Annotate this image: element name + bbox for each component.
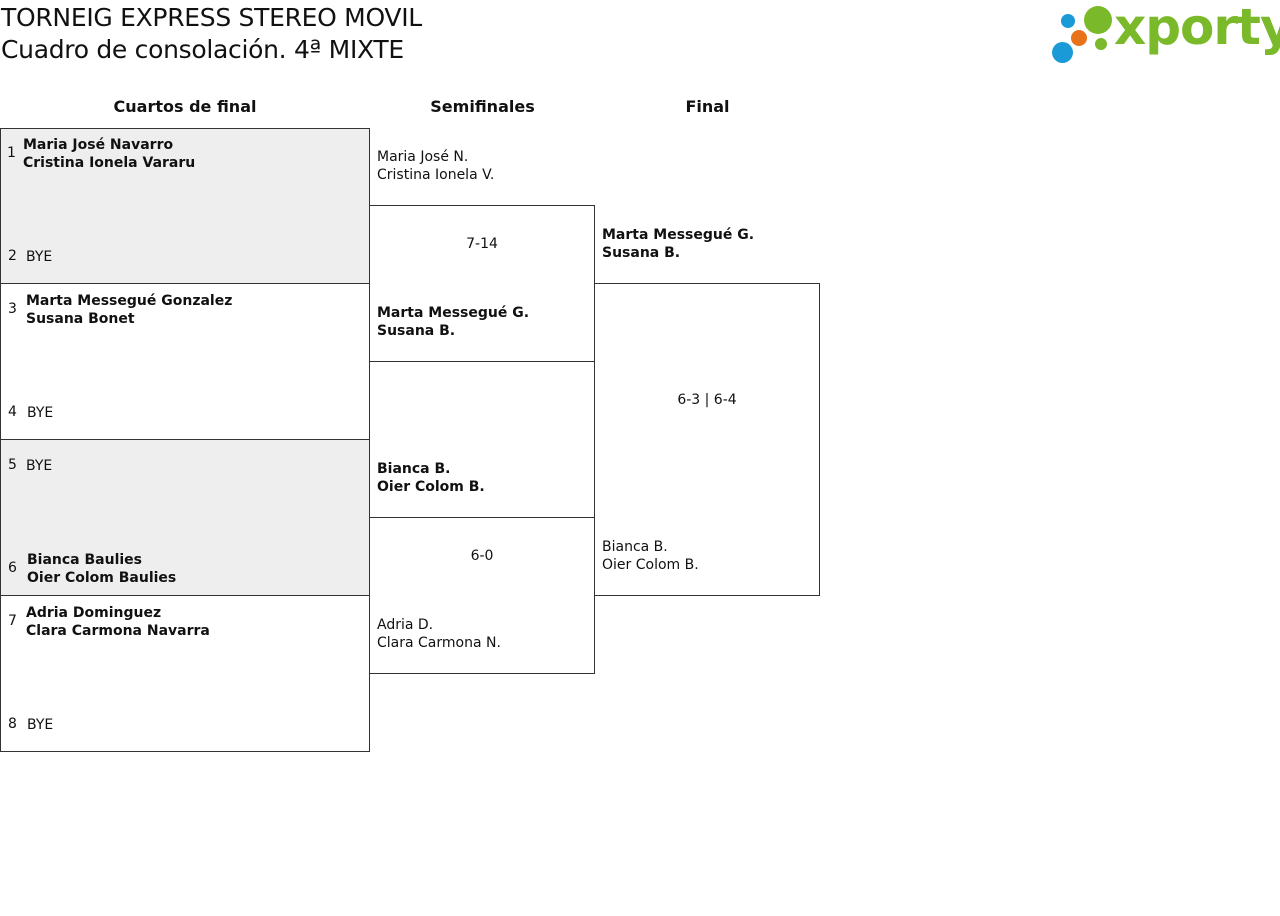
qf-bye: BYE — [26, 458, 53, 474]
sf-player: Susana B. — [377, 323, 456, 339]
sf-score: 7-14 — [466, 236, 498, 252]
final-player: Susana B. — [602, 245, 681, 261]
logo-dot-green — [1084, 6, 1112, 34]
sf-player: Clara Carmona N. — [377, 635, 501, 651]
qf-player: Clara Carmona Navarra — [26, 623, 210, 639]
qf-seed: 2 — [8, 248, 17, 264]
final-player: Oier Colom B. — [602, 557, 699, 573]
sf-player: Cristina Ionela V. — [377, 167, 495, 183]
qf-bye: BYE — [27, 405, 54, 421]
qf-bye: BYE — [27, 717, 54, 733]
qf-player: Oier Colom Baulies — [27, 570, 177, 586]
qf-player: Marta Messegué Gonzalez — [26, 293, 233, 309]
qf-seed: 4 — [8, 404, 17, 420]
qf-player: Susana Bonet — [26, 311, 135, 327]
qf-player: Adria Dominguez — [26, 605, 162, 621]
qf-seed: 5 — [8, 457, 17, 473]
tournament-title: TORNEIG EXPRESS STEREO MOVIL — [1, 3, 422, 32]
final-score: 6-3 | 6-4 — [677, 392, 737, 408]
sf-player: Adria D. — [377, 617, 434, 633]
logo-dot-orange — [1071, 30, 1087, 46]
qf-match-1 — [0, 128, 370, 284]
bracket-subtitle: Cuadro de consolación. 4ª MIXTE — [1, 35, 404, 64]
round-header-quarterfinals: Cuartos de final — [113, 97, 257, 116]
logo-text: xporty — [1114, 0, 1280, 56]
sf-player: Maria José N. — [377, 149, 469, 165]
logo-dot-blue-small — [1061, 14, 1075, 28]
qf-bye: BYE — [26, 249, 53, 265]
sf-player: Bianca B. — [377, 461, 451, 477]
final-player: Marta Messegué G. — [602, 227, 755, 243]
logo-dot-green-small — [1095, 38, 1107, 50]
qf-seed: 7 — [8, 613, 17, 629]
round-header-semifinals: Semifinales — [430, 97, 535, 116]
final-match — [594, 283, 820, 596]
qf-seed: 6 — [8, 560, 17, 576]
qf-seed: 1 — [7, 145, 16, 161]
qf-seed: 3 — [8, 301, 17, 317]
qf-player: Cristina Ionela Vararu — [23, 155, 196, 171]
round-header-final: Final — [685, 97, 730, 116]
logo-dot-blue-large — [1052, 42, 1073, 63]
qf-seed: 8 — [8, 716, 17, 732]
qf-player: Bianca Baulies — [27, 552, 143, 568]
qf-player: Maria José Navarro — [23, 137, 174, 153]
sf-player: Oier Colom B. — [377, 479, 485, 495]
xporty-logo[interactable]: xporty — [1050, 0, 1280, 68]
sf-player: Marta Messegué G. — [377, 305, 530, 321]
sf-score: 6-0 — [470, 548, 494, 564]
final-player: Bianca B. — [602, 539, 668, 555]
qf-match-3 — [0, 439, 370, 596]
